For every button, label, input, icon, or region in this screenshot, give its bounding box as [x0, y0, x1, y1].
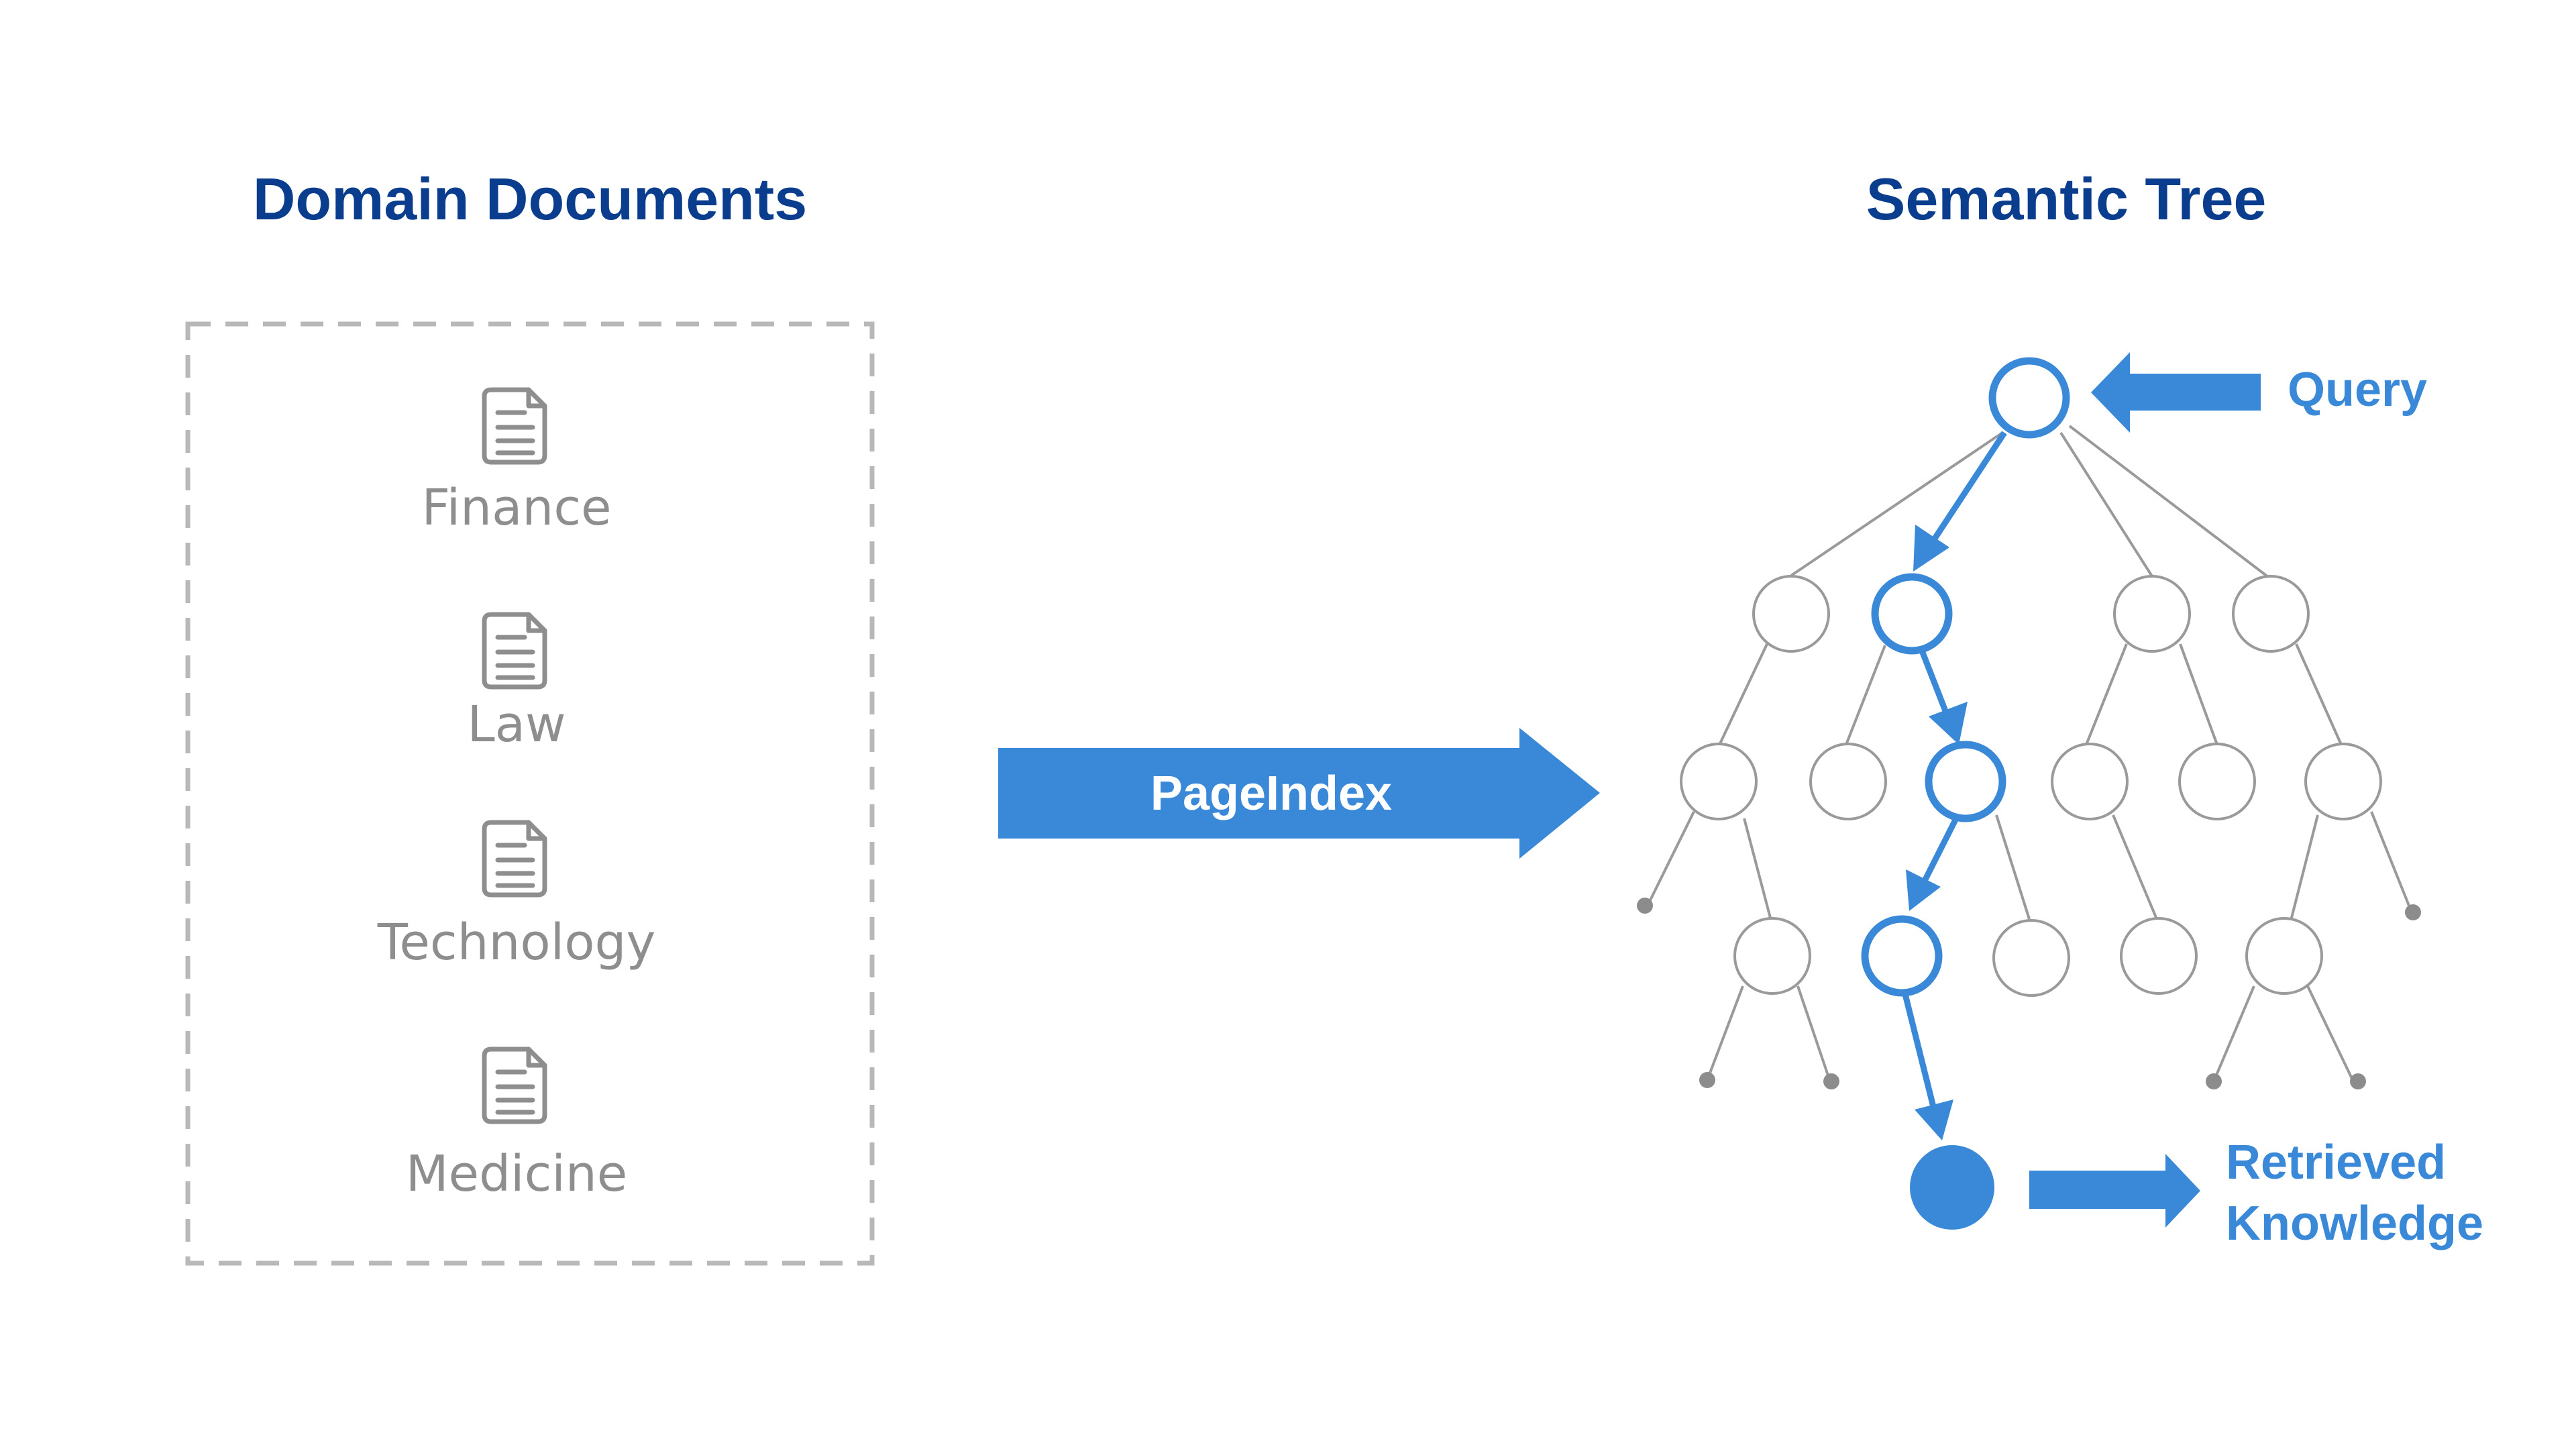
tree-leaf: [1637, 898, 1653, 914]
tree-edge: [2085, 643, 2128, 745]
tree-root-node: [1988, 357, 2070, 439]
document-icon: [484, 822, 545, 895]
tree-node: [1992, 919, 2070, 997]
tree-edge: [2370, 811, 2413, 913]
document-icon: [484, 614, 545, 687]
tree-node: [2245, 917, 2323, 995]
document-label: Law: [467, 696, 566, 753]
path-node: [1871, 573, 1953, 655]
tree-node: [2304, 743, 2382, 820]
query-arrow: [2091, 352, 2261, 433]
tree-edge: [1790, 431, 2004, 577]
path-edge: [1919, 649, 1950, 716]
tree-edge: [1796, 985, 1831, 1082]
path-edge: [1921, 818, 1959, 884]
document-item-technology: Technology: [377, 822, 656, 971]
path-arrowhead: [1906, 869, 1941, 911]
tree-leaf: [1823, 1073, 1839, 1089]
document-item-medicine: Medicine: [406, 1049, 628, 1203]
tree-edge: [2068, 425, 2272, 580]
tree-node: [1680, 743, 1758, 820]
tree-edge: [1845, 645, 1886, 745]
tree-node: [1733, 917, 1811, 995]
tree-leaf: [2350, 1073, 2366, 1089]
path-arrowhead: [1915, 1099, 1953, 1140]
document-icon: [484, 1049, 545, 1122]
tree-leaf: [2206, 1073, 2222, 1089]
path-edge: [1928, 431, 2007, 547]
path-arrowhead: [1929, 702, 1968, 745]
document-label: Medicine: [406, 1145, 628, 1203]
tree-edge: [2306, 985, 2355, 1082]
retrieval-path: [1902, 431, 2007, 1140]
retrieved-knowledge-label: Retrieved: [2226, 1136, 2446, 1189]
tree-edge: [1706, 985, 1744, 1081]
arrow-shape: [2029, 1154, 2200, 1228]
tree-node: [1752, 575, 1830, 653]
tree-edge: [1743, 818, 1772, 921]
tree-edge: [1995, 814, 2031, 920]
tree-nodes: [1680, 575, 2382, 997]
path-edge: [1902, 993, 1937, 1108]
document-item-law: Law: [467, 614, 566, 753]
tree-edge: [2290, 814, 2319, 921]
retrieved-knowledge-label: Knowledge: [2226, 1197, 2483, 1250]
path-arrowhead: [1913, 525, 1949, 572]
domain-documents-heading: Domain Documents: [253, 166, 807, 232]
tree-edge: [2112, 814, 2158, 920]
document-label: Finance: [421, 479, 611, 537]
query-label: Query: [2288, 363, 2427, 417]
tree-edge: [2212, 985, 2255, 1082]
path-node: [1861, 915, 1943, 997]
semantic-tree-heading: Semantic Tree: [1866, 166, 2267, 232]
tree-edge: [1646, 811, 1695, 908]
tree-leaf: [1699, 1072, 1715, 1088]
tree-leaves: [1637, 898, 2421, 1089]
tree-node: [2113, 575, 2191, 653]
documents-container: [185, 321, 875, 1266]
path-node: [1925, 741, 2006, 822]
tree-node: [1809, 743, 1887, 820]
tree-edge: [1716, 642, 1769, 750]
tree-node: [2178, 743, 2256, 820]
tree-node: [2232, 575, 2310, 653]
document-icon: [484, 390, 545, 462]
tree-leaf: [2405, 904, 2421, 920]
document-item-finance: Finance: [421, 390, 612, 537]
retrieved-node: [1910, 1145, 1994, 1230]
arrow-shape: [998, 728, 1600, 859]
pageindex-arrow: PageIndex: [998, 728, 1600, 859]
tree-edges: [1646, 425, 2413, 1082]
tree-edge: [2179, 643, 2218, 745]
arrow-shape: [2091, 352, 2261, 433]
result-arrow: [2029, 1154, 2200, 1228]
tree-node: [2051, 743, 2129, 820]
pageindex-label: PageIndex: [1150, 767, 1392, 820]
tree-node: [2120, 917, 2198, 995]
document-label: Technology: [377, 914, 656, 971]
tree-edge: [2059, 431, 2158, 585]
tree-edge: [2295, 643, 2343, 745]
